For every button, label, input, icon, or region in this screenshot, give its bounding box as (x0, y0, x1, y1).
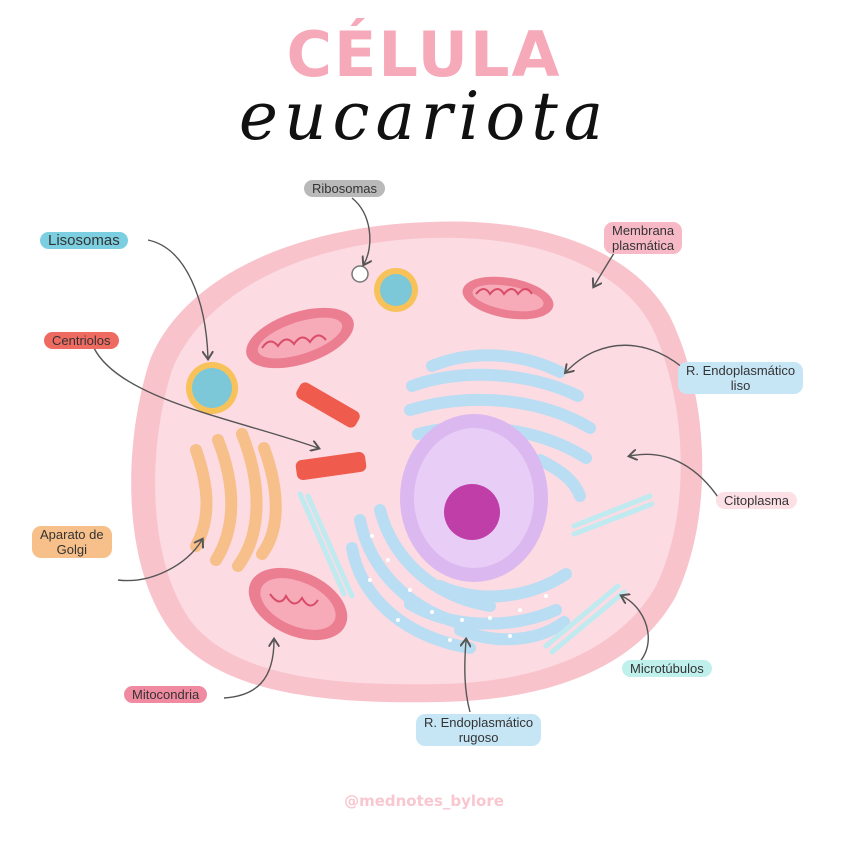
label-golgi: Aparato de Golgi (32, 526, 112, 558)
lysosome-top (374, 268, 418, 312)
pointer-arrows (93, 197, 721, 713)
mitochondrion-top (246, 307, 354, 369)
ribosome-dots (368, 534, 548, 642)
label-microtubulos: Microtúbulos (622, 660, 712, 677)
label-ribosomas: Ribosomas (304, 180, 386, 197)
golgi-apparatus (190, 428, 282, 572)
label-microtubulos-text: Microtúbulos (630, 661, 704, 676)
mitochondrion-right (462, 276, 554, 320)
label-lisosomas-text: Lisosomas (48, 232, 120, 249)
lysosome-left (186, 362, 238, 414)
label-rer: R. Endoplasmático rugoso (416, 714, 542, 746)
label-rel: R. Endoplasmático liso (678, 362, 804, 394)
label-membrana-line2: plasmática (612, 238, 675, 253)
label-citoplasma: Citoplasma (716, 492, 798, 509)
label-ribosomas-text: Ribosomas (312, 181, 378, 196)
centriole-2 (295, 452, 367, 480)
label-rer-line1: R. Endoplasmático (424, 715, 534, 730)
label-rel-line1: R. Endoplasmático (686, 363, 796, 378)
nucleolus (444, 484, 500, 540)
title-eucariota: eucariota (238, 78, 610, 155)
mitochondrion-bottom (248, 567, 348, 641)
microtubules (297, 491, 655, 655)
label-mitocondria: Mitocondria (124, 686, 208, 703)
label-centriolos: Centriolos (44, 332, 119, 349)
rough-er (346, 504, 572, 654)
centriole-1 (296, 382, 360, 428)
credit-handle: @mednotes_bylore (344, 792, 504, 810)
label-membrana: Membrana plasmática (604, 222, 683, 254)
ribosome (351, 265, 369, 283)
label-centriolos-text: Centriolos (52, 333, 111, 348)
label-mitocondria-text: Mitocondria (132, 687, 200, 702)
label-lisosomas: Lisosomas (40, 232, 128, 249)
label-golgi-line1: Aparato de (40, 527, 104, 542)
label-membrana-line1: Membrana (612, 223, 675, 238)
label-citoplasma-text: Citoplasma (724, 493, 790, 508)
label-rel-line2: liso (730, 378, 751, 393)
title-celula: CÉLULA (286, 18, 562, 91)
label-golgi-line2: Golgi (56, 542, 87, 557)
label-rer-line2: rugoso (458, 730, 499, 745)
